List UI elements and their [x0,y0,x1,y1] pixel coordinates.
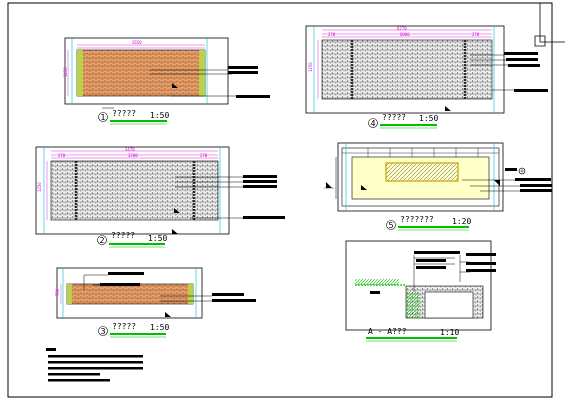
detail-2-scale: 1:50 [148,234,167,243]
brick-paving [76,49,206,97]
detail-5-plan [324,142,552,212]
svg-text:270: 270 [58,153,66,158]
detail-2-plan: 3470 3200 270 270 1250 [35,146,285,235]
detail-5-title: ??????? [400,215,434,224]
svg-text:3470: 3470 [125,147,135,152]
svg-text:1250: 1250 [37,182,42,192]
svg-text:3200: 3200 [128,153,138,158]
detail-3-number: 3 [101,327,106,336]
svg-text:750: 750 [55,288,60,296]
detail-4-scale: 1:50 [419,114,438,123]
svg-text:1250: 1250 [63,67,68,77]
svg-text:270: 270 [200,153,208,158]
detail-3-caption: 3 ????? 1:50 [98,322,169,338]
section-a-a-caption: A - A??? 1:10 [366,327,459,342]
svg-text:1250: 1250 [308,62,313,72]
detail-5-number: 5 [389,221,394,230]
detail-4-caption: 4 ????? 1:50 [368,113,438,129]
detail-1-plan: 2650 1250 [63,37,270,109]
detail-1-number: 1 [101,113,106,122]
svg-text:6270: 6270 [397,26,407,31]
detail-2-number: 2 [100,236,105,245]
detail-3-scale: 1:50 [150,323,169,332]
detail-3-plan: 750 [55,267,256,319]
detail-1-scale: 1:50 [150,111,169,120]
section-a-a [345,240,496,331]
svg-text:270: 270 [328,32,336,37]
detail-1-title: ????? [112,109,136,118]
svg-text:6000: 6000 [400,32,410,37]
detail-4-title: ????? [382,113,406,122]
stone-paving-2 [50,160,219,221]
detail-2-title: ????? [111,231,135,240]
corner-lines [534,3,565,47]
svg-text:2650: 2650 [132,40,142,45]
detail-5-scale: 1:20 [452,217,471,226]
detail-5-caption: 5 ??????? 1:20 [386,215,471,231]
detail-4-number: 4 [371,119,376,128]
sheet-border [7,2,553,398]
detail-2-caption: 2 ????? 1:50 [97,229,178,248]
pool-insert [385,162,459,182]
stone-paving [321,39,493,100]
detail-1-caption: 1 ????? 1:50 [98,109,169,125]
notes-block [46,348,143,382]
detail-4-plan: 6270 6000 270 270 1250 [305,25,548,114]
svg-text:270: 270 [472,32,480,37]
detail-3-title: ????? [112,322,136,331]
section-title: A - A??? [368,327,407,336]
section-scale: 1:10 [440,328,459,337]
